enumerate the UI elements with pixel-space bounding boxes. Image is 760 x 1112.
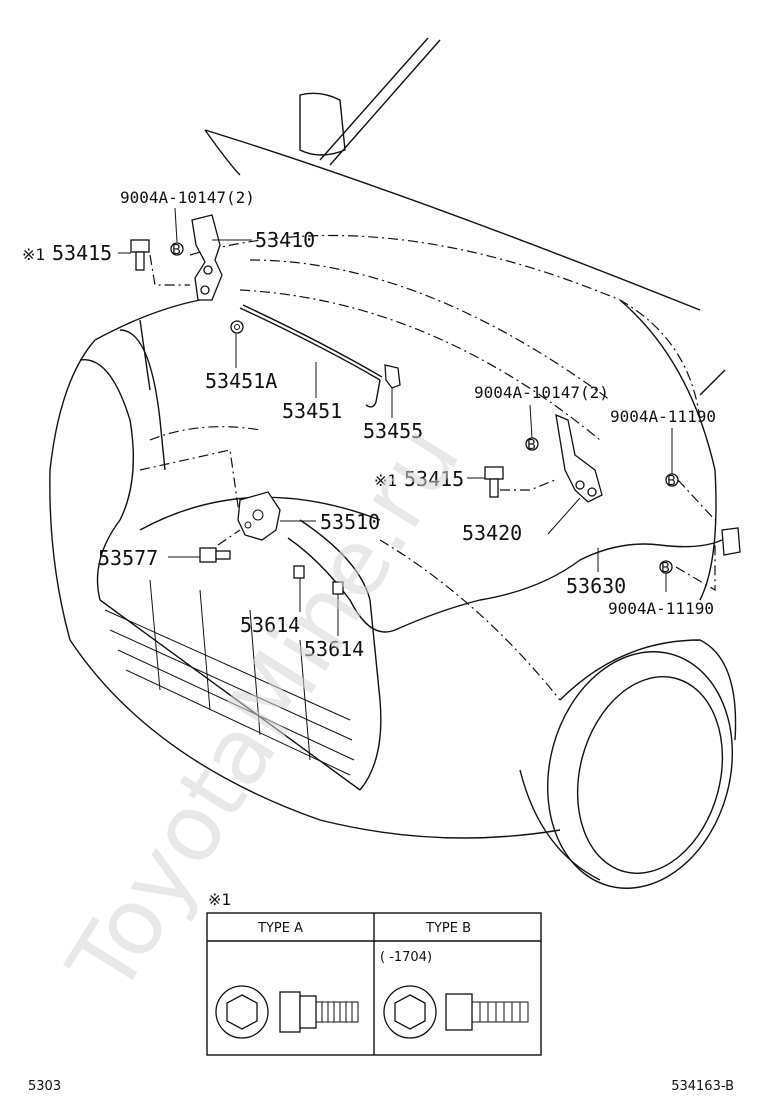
bolt-type-b-icon	[383, 985, 529, 1039]
bolt-type-legend: ※1 TYPE A TYPE B ( -1704)	[206, 890, 542, 1056]
label-clip-lower-right: 9004A-11190	[608, 599, 714, 618]
label-hinge-left: 53410	[255, 228, 315, 252]
hood-support-rod[interactable]	[239, 304, 383, 408]
label-grommet: 53451A	[205, 369, 277, 393]
clip-b-right-marker: B	[527, 438, 536, 453]
label-clip-upper-right: 9004A-11190	[610, 407, 716, 426]
label-clip-left: 9004A-10147(2)	[120, 188, 255, 207]
vehicle-outline	[49, 37, 737, 889]
clip-b-upper-right[interactable]: B	[665, 473, 679, 489]
label-note-left: ※1	[22, 245, 45, 264]
label-hinge-right: 53420	[462, 521, 522, 545]
clip-b-upper-right-marker: B	[667, 474, 676, 489]
cable-clamp-a[interactable]	[293, 565, 305, 579]
legend-note: ※1	[208, 890, 231, 909]
label-clamp-a: 53614	[240, 613, 300, 637]
legend-type-b: TYPE B	[425, 921, 471, 936]
bolt-right[interactable]	[484, 466, 504, 498]
label-support-rod: 53451	[282, 399, 342, 423]
hood-hinge-left[interactable]	[191, 214, 223, 301]
parts-group: B B	[130, 214, 741, 633]
rod-holder[interactable]	[384, 364, 401, 389]
part-labels: 9004A-10147(2) ※1 53415 53410 53451A 534…	[22, 188, 716, 661]
label-bolt-left: 53415	[52, 241, 112, 265]
legend-type-b-range: ( -1704)	[380, 950, 432, 965]
hood-lock[interactable]	[237, 491, 281, 541]
label-clip-right: 9004A-10147(2)	[474, 383, 609, 402]
label-note-right: ※1	[374, 471, 397, 490]
hood-hinge-right[interactable]	[555, 413, 603, 503]
bolt-left[interactable]	[130, 239, 150, 271]
clip-b-right[interactable]: B	[525, 437, 539, 453]
clip-b-left-marker: B	[172, 243, 181, 258]
label-rod-holder: 53455	[363, 419, 423, 443]
clip-b-lower-right-marker: B	[661, 561, 670, 576]
grommet[interactable]	[230, 320, 244, 334]
release-cable[interactable]	[287, 527, 741, 633]
legend-type-a: TYPE A	[257, 921, 303, 936]
clip-b-left[interactable]: B	[170, 242, 184, 258]
leader-lines	[118, 207, 716, 636]
bolt-type-a-icon	[215, 985, 359, 1039]
page-number: 5303	[28, 1079, 62, 1094]
label-cable: 53630	[566, 574, 626, 598]
label-clamp-b: 53614	[304, 637, 364, 661]
figure-id: 534163-B	[671, 1079, 734, 1094]
bolt-lock[interactable]	[199, 547, 231, 563]
label-bolt-lock: 53577	[98, 546, 158, 570]
label-bolt-right: 53415	[404, 467, 464, 491]
label-lock: 53510	[320, 510, 380, 534]
